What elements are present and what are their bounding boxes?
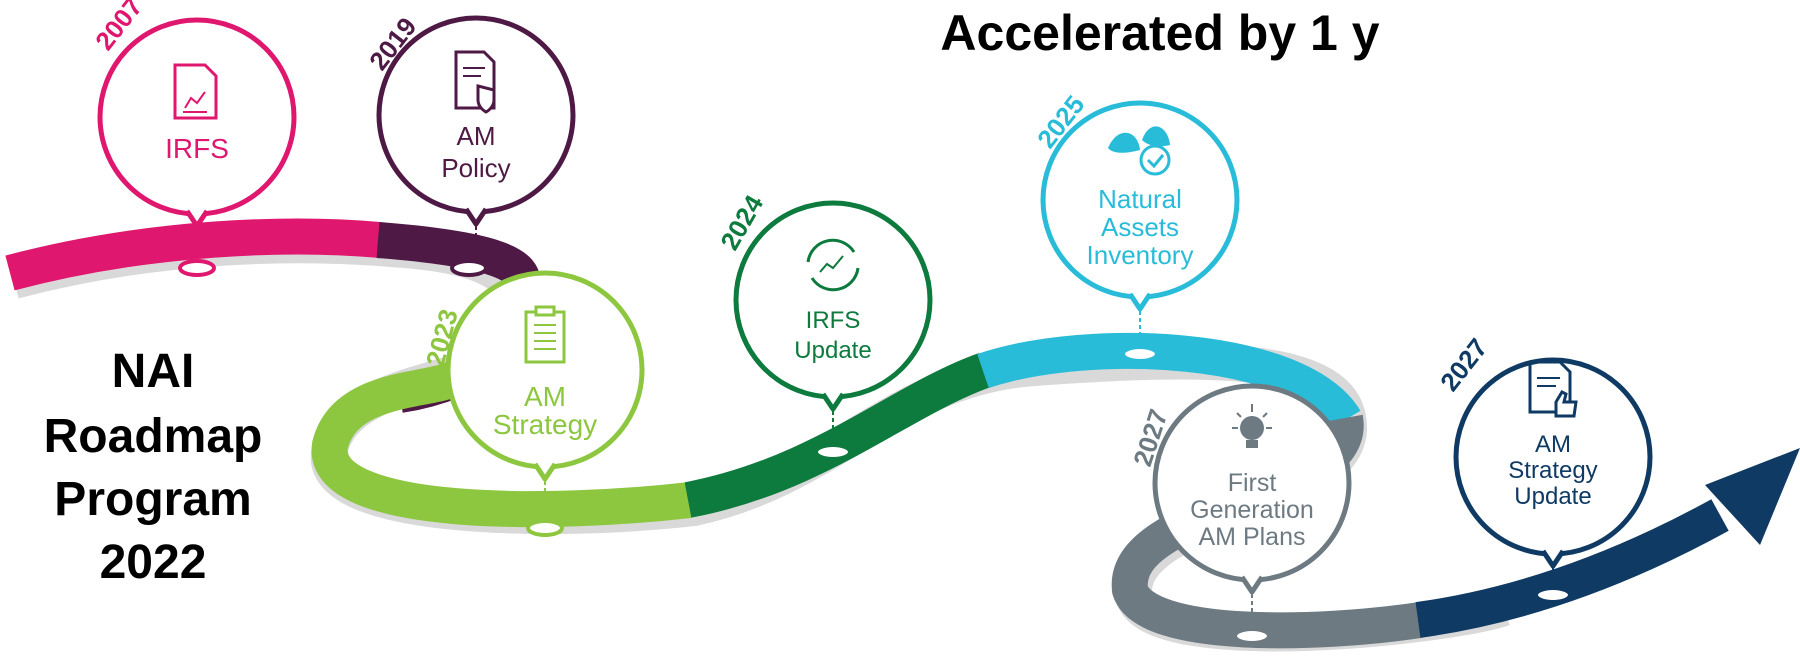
chart-document-icon: [173, 63, 218, 120]
milestone-natural-assets-inventory[interactable]: Natural Assets Inventory 2025: [1031, 90, 1240, 363]
milestone-marker: [1534, 586, 1572, 604]
milestone-label: Generation: [1190, 496, 1314, 524]
milestone-label: Policy: [441, 153, 510, 183]
road-segment-irfs-update: [684, 353, 992, 518]
road-segment-am-strategy: [311, 361, 693, 528]
timeline-road: [5, 218, 1729, 652]
clipboard-checklist-icon: [524, 305, 566, 364]
program-title-line1: NAI: [112, 345, 195, 398]
milestone-marker: [450, 259, 488, 277]
milestone-label: IRFS: [165, 133, 229, 164]
milestone-am-policy[interactable]: AM Policy 2019: [363, 12, 576, 277]
milestone-label: Assets: [1101, 212, 1179, 242]
milestone-marker: [1121, 345, 1159, 363]
milestone-marker: [814, 443, 852, 461]
header-title-line2: Accelerated by 1 y: [940, 5, 1379, 61]
milestone-label: AM: [1535, 431, 1571, 458]
program-title: NAI Roadmap Program 2022: [44, 345, 263, 589]
milestone-am-strategy-update[interactable]: AM Strategy Update 2027: [1434, 333, 1653, 604]
milestone-label: First: [1228, 469, 1277, 497]
program-title-line2: Roadmap: [44, 410, 263, 463]
road-segment-natural-assets: [977, 332, 1361, 431]
milestone-label: Natural: [1098, 184, 1182, 214]
road-segment-irfs: [5, 218, 382, 291]
shield-document-icon: [454, 50, 496, 114]
milestone-label: Inventory: [1087, 240, 1194, 270]
refresh-chart-icon: [806, 238, 860, 292]
thumbs-up-document-icon: [1528, 360, 1578, 418]
leaves-check-icon: [1108, 126, 1171, 176]
milestone-label: AM Plans: [1199, 523, 1306, 551]
milestone-marker: [526, 519, 564, 537]
milestone-label: AM: [524, 381, 566, 412]
road-segment-am-strategy-update: [1415, 499, 1729, 638]
milestone-label: Strategy: [493, 409, 597, 440]
program-title-line3: Program: [54, 473, 251, 526]
milestone-label: AM: [457, 121, 496, 151]
milestone-marker: [178, 259, 216, 277]
milestone-label: Update: [1514, 483, 1591, 510]
milestone-label: Update: [794, 337, 871, 364]
lightbulb-icon: [1232, 404, 1272, 448]
milestone-label: Strategy: [1508, 457, 1597, 484]
milestone-first-generation-am-plans[interactable]: First Generation AM Plans 2027: [1127, 383, 1352, 645]
milestone-am-strategy[interactable]: AM Strategy 2023: [420, 270, 645, 537]
milestone-label: IRFS: [806, 307, 861, 334]
timeline-arrowhead: [1705, 448, 1800, 545]
milestone-marker: [1233, 627, 1271, 645]
program-title-line4: 2022: [100, 536, 207, 589]
